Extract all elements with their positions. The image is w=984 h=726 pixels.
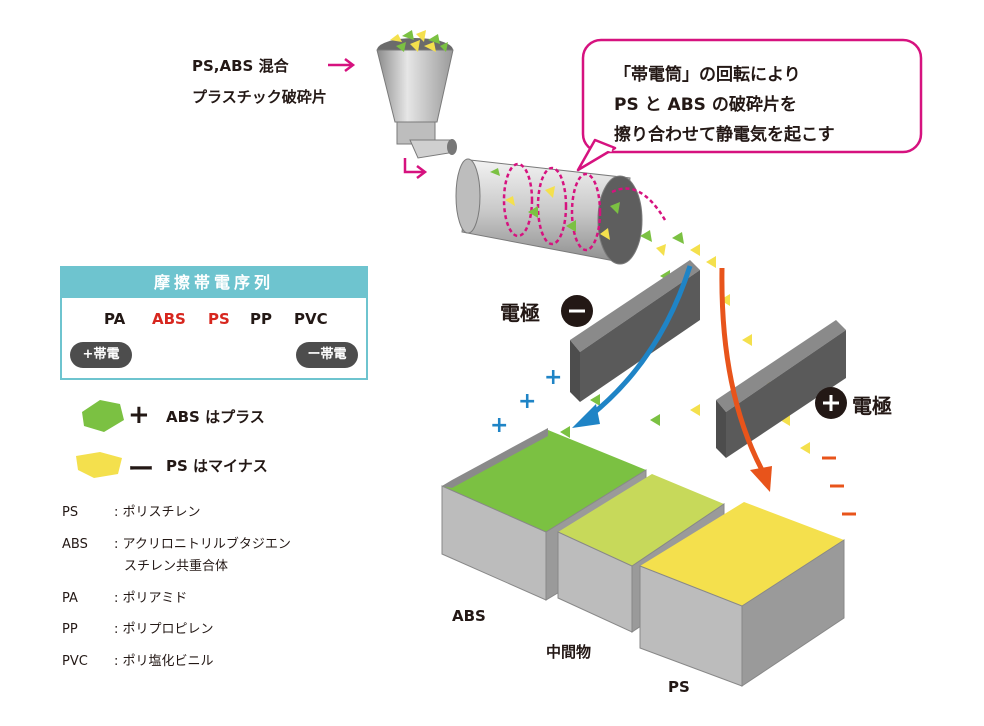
plus-charges: + + + (490, 365, 562, 438)
ps-legend-text: PS はマイナス (166, 455, 268, 477)
abs-plus-sign: + (128, 400, 150, 430)
abs-green-fragment-icon (82, 400, 124, 432)
callout-line3: 擦り合わせて静電気を起こす (614, 120, 835, 150)
glossary-name: : ポリ塩化ビニル (114, 654, 214, 669)
negative-electrode-label: 電極 (500, 297, 540, 326)
negative-charge-pill: ー帯電 (296, 342, 358, 368)
positive-electrode-label: 電極 (852, 390, 892, 419)
callout-text: 「帯電筒」の回転により PS と ABS の破砕片を 擦り合わせて静電気を起こす (614, 60, 835, 150)
bin-label-ps: PS (668, 678, 690, 696)
bin-label-abs: ABS (452, 607, 486, 625)
glossary-name: : アクリロニトリルブタジエン (114, 537, 291, 552)
charging-drum (456, 159, 665, 264)
series-material-pvc: PVC (294, 310, 328, 328)
glossary-name: : ポリプロピレン (114, 622, 214, 637)
glossary-abbr: PA (62, 589, 114, 609)
minus-badge (561, 295, 593, 327)
positive-charge-pill: +帯電 (70, 342, 132, 368)
glossary-name: : ポリアミド (114, 591, 187, 606)
ps-yellow-fragment-icon (76, 452, 122, 478)
series-material-pa: PA (104, 310, 125, 328)
triboelectric-series-box: 摩擦帯電序列 PA ABS PS PP PVC +帯電 ー帯電 (60, 266, 368, 380)
svg-text:+: + (490, 413, 508, 438)
glossary-name: : ポリスチレン (114, 505, 201, 520)
input-label-line2: プラスチック破砕片 (192, 86, 327, 108)
series-material-pp: PP (250, 310, 272, 328)
ps-minus-sign: ー (128, 449, 154, 486)
plus-badge (815, 387, 847, 419)
callout-line1: 「帯電筒」の回転により (614, 60, 835, 90)
series-title: 摩擦帯電序列 (62, 268, 366, 298)
glossary-abbr: ABS (62, 535, 114, 555)
glossary-abbr: PP (62, 620, 114, 640)
abs-legend-text: ABS はプラス (166, 406, 265, 428)
glossary-abs: ABS: アクリロニトリルブタジエン (62, 535, 291, 555)
glossary-pvc: PVC: ポリ塩化ビニル (62, 652, 214, 672)
series-material-abs: ABS (152, 310, 186, 328)
minus-charges (822, 458, 856, 514)
glossary-pa: PA: ポリアミド (62, 589, 187, 609)
series-material-ps: PS (208, 310, 230, 328)
bin-label-middle: 中間物 (546, 641, 591, 662)
glossary-ps: PS: ポリスチレン (62, 503, 201, 523)
glossary-pp: PP: ポリプロピレン (62, 620, 214, 640)
callout-line2: PS と ABS の破砕片を (614, 90, 835, 120)
svg-text:+: + (544, 365, 562, 390)
output-turn-arrow (405, 158, 425, 178)
glossary-abs-line2: スチレン共重合体 (124, 557, 228, 577)
svg-text:+: + (518, 389, 536, 414)
input-arrow (328, 59, 353, 71)
negative-electrode-plate (570, 260, 700, 402)
glossary-abbr: PS (62, 503, 114, 523)
hopper (377, 30, 457, 158)
glossary-abbr: PVC (62, 652, 114, 672)
input-label-line1: PS,ABS 混合 (192, 55, 289, 77)
